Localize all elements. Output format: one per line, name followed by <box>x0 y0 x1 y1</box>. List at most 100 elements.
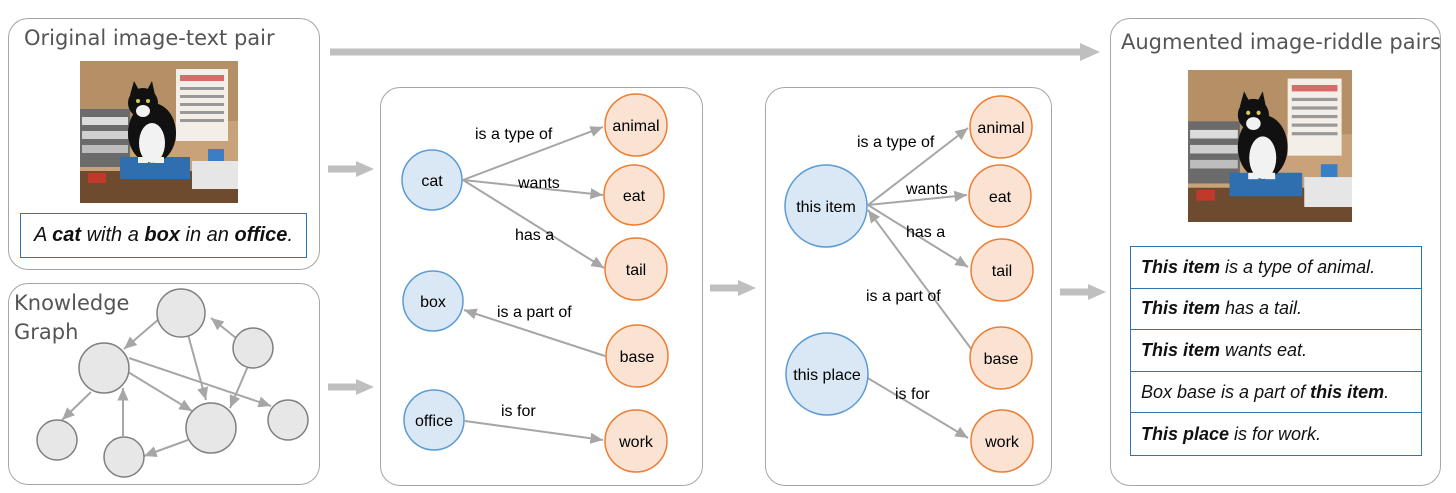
kg-nodes <box>36 288 309 478</box>
caption-word: . <box>287 224 293 246</box>
flow-arrowhead-4 <box>1088 284 1106 300</box>
riddle-row: This place is for work. <box>1131 413 1421 455</box>
flow-arrowhead-3 <box>738 280 756 296</box>
flow-arrowhead-top <box>1080 43 1100 61</box>
kg-node <box>156 288 206 338</box>
graph2-entity-nodes <box>784 164 869 416</box>
graph1-node-label: cat <box>421 173 443 190</box>
graph2-attr-nodes <box>968 95 1034 473</box>
graph2-edge-has-a <box>867 204 969 268</box>
kg-node <box>78 342 130 394</box>
graph1-label-type-of: is a type of <box>475 126 553 143</box>
graph2-label-is-for: is for <box>895 386 930 403</box>
caption-keyword-cat: cat <box>52 224 82 246</box>
graph1-node-eat <box>603 164 665 226</box>
flow-arrows <box>328 43 1106 395</box>
graph2-edge-wants <box>867 190 968 206</box>
image-caption: A cat with a box in an office . <box>20 213 307 258</box>
knowledge-graph-title-line1: Knowledge <box>14 291 130 315</box>
riddle-row: This item wants eat. <box>1131 330 1421 372</box>
graph2-node-label: base <box>984 351 1019 368</box>
graph2-node-label: this place <box>793 367 861 384</box>
riddle-text: is a type of animal. <box>1220 256 1376 277</box>
kg-edge <box>229 365 249 409</box>
kg-edge <box>143 439 189 457</box>
graph2-node-this-place <box>785 332 869 416</box>
graph1-entity-nodes <box>401 149 465 451</box>
riddle-row: Box base is a part of this item. <box>1131 372 1421 414</box>
graph1-node-label: office <box>415 413 453 430</box>
kg-node <box>103 436 145 478</box>
graph1-node-label: box <box>420 294 446 311</box>
riddle-text: is for work. <box>1229 423 1322 444</box>
kg-edge <box>127 371 193 412</box>
kg-node <box>36 419 78 461</box>
graph1-label-part-of: is a part of <box>497 304 572 321</box>
riddle-subject: This place <box>1141 423 1230 444</box>
riddle-subject: This item <box>1141 256 1221 277</box>
kg-edge <box>61 391 92 421</box>
graph2-edge-part-of <box>867 209 973 351</box>
graph2-node-animal <box>969 95 1033 159</box>
riddle-subject: This item <box>1141 298 1221 319</box>
graph1-label-is-for: is for <box>501 403 536 420</box>
graph2-node-base <box>969 326 1033 390</box>
graph2-edge-is-for <box>865 376 969 439</box>
graph2-label-has-a: has a <box>906 224 945 241</box>
graph1-edge-is-for <box>464 420 604 444</box>
riddle-subject: This item <box>1141 339 1221 360</box>
graph2-node-label: animal <box>977 120 1024 137</box>
riddle-row: This item has a tail. <box>1131 289 1421 331</box>
caption-word: in an <box>179 224 235 246</box>
graph2-node-eat <box>968 164 1032 228</box>
graph2-node-labels: this item this place animal eat tail bas… <box>793 120 1024 451</box>
kg-edge <box>210 317 237 339</box>
graph1-label-wants: wants <box>517 175 560 192</box>
caption-keyword-office: office <box>234 224 288 246</box>
graph1-node-base <box>605 324 669 388</box>
graph2-node-this-item <box>784 164 868 248</box>
riddle-text: has a tail. <box>1220 298 1303 319</box>
graph1-node-box <box>402 270 464 332</box>
graph1-node-cat <box>401 149 463 211</box>
cat-photo-augmented <box>1188 70 1352 222</box>
graph1-node-label: base <box>620 349 655 366</box>
graph2-label-type-of: is a type of <box>857 134 935 151</box>
graph2-edge-type-of <box>867 127 969 206</box>
graph2-edge-labels: is a type of wants has a is a part of is… <box>857 134 948 403</box>
graph1-attr-nodes <box>603 93 669 473</box>
graph1-edge-has-a <box>462 179 605 269</box>
caption-word: A <box>33 224 53 246</box>
original-pair-title: Original image-text pair <box>24 26 275 50</box>
augmented-title: Augmented image-riddle pairs <box>1121 30 1442 54</box>
graph1-edges <box>462 126 606 444</box>
graph2-label-wants: wants <box>905 181 948 198</box>
riddle-text: wants eat. <box>1220 339 1308 360</box>
graph2-label-part-of: is a part of <box>866 288 941 305</box>
graph2-node-label: work <box>984 434 1020 451</box>
riddle-text: Box base is a part of <box>1141 381 1311 402</box>
flow-arrowhead-2 <box>356 379 374 395</box>
graph1-node-label: work <box>618 434 654 451</box>
caption-keyword-box: box <box>144 224 180 246</box>
graph1-node-office <box>403 389 465 451</box>
graph1-node-animal <box>604 93 668 157</box>
graph2-edges <box>865 127 973 439</box>
kg-node <box>267 399 309 441</box>
kg-node <box>232 327 274 369</box>
flow-arrowhead-1 <box>356 161 374 177</box>
graph2-node-label: tail <box>992 263 1012 280</box>
graph1-node-labels: cat box office animal eat tail base work <box>415 118 660 451</box>
riddle-text: . <box>1384 381 1390 402</box>
graph1-edge-labels: is a type of wants has a is a part of is… <box>475 126 572 420</box>
kg-node <box>185 402 237 454</box>
knowledge-graph-title-line2: Graph <box>14 320 79 344</box>
cat-photo-original <box>80 61 238 203</box>
riddle-list: This item is a type of animal. This item… <box>1130 246 1422 456</box>
graph1-edge-wants <box>462 179 604 200</box>
caption-word: with a <box>81 224 145 246</box>
graph1-label-has-a: has a <box>515 227 554 244</box>
graph1-node-label: eat <box>623 188 646 205</box>
kg-edge <box>128 357 272 408</box>
riddle-subject: this item <box>1310 381 1385 402</box>
